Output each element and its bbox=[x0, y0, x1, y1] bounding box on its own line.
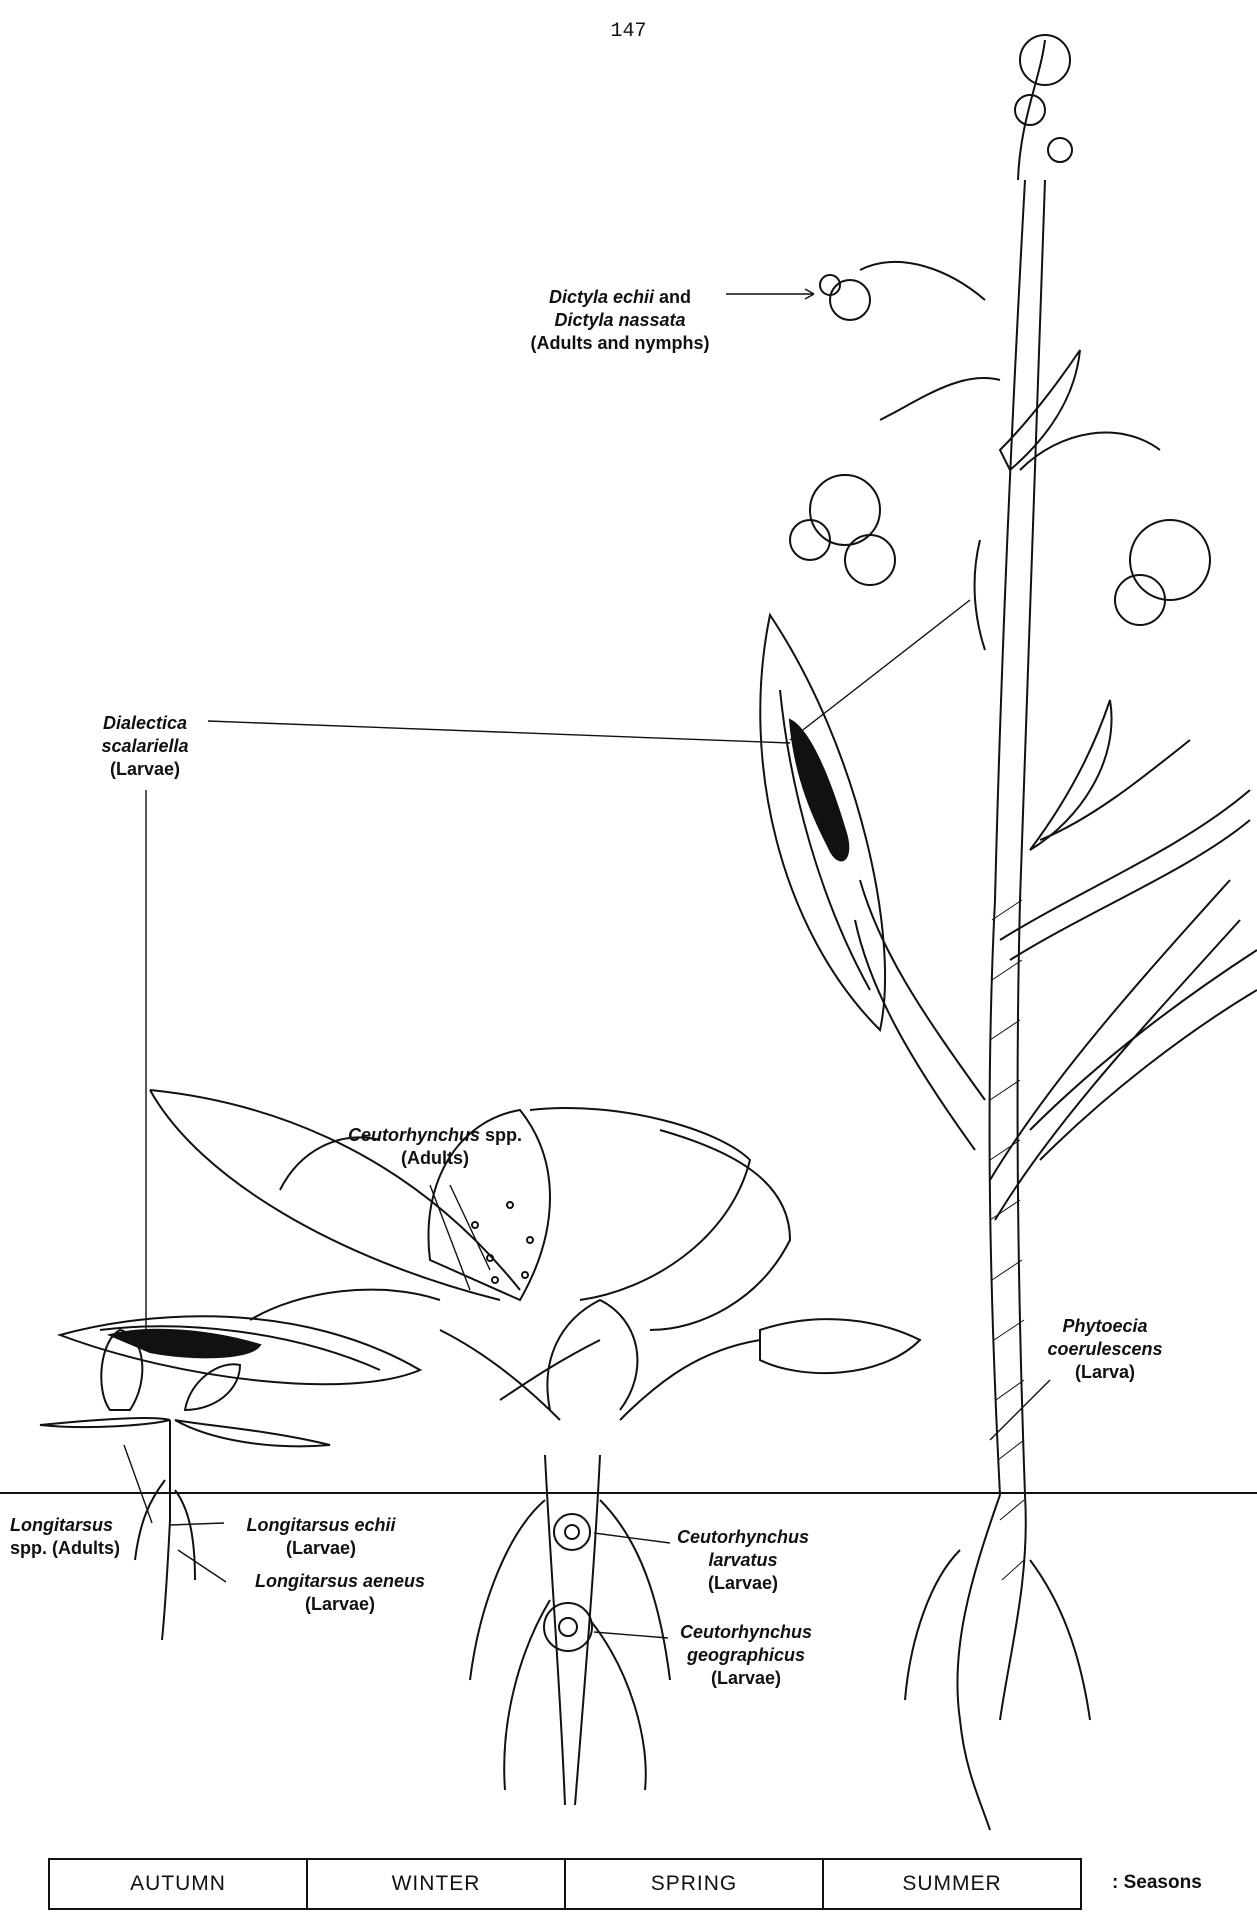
label-longitarsus-spp: Longitarsus spp. (Adults) bbox=[10, 1514, 160, 1560]
label-ceut-larvatus: Ceutorhynchus larvatus (Larvae) bbox=[668, 1526, 818, 1595]
season-autumn: AUTUMN bbox=[50, 1860, 308, 1908]
label-ceut-spp-line1: Ceutorhynchus bbox=[348, 1125, 480, 1145]
label-longitarsus-aeneus: Longitarsus aeneus (Larvae) bbox=[230, 1570, 450, 1616]
label-dictyla-line2: Dictyla nassata bbox=[500, 309, 740, 332]
geographicus-gall bbox=[544, 1603, 592, 1651]
label-ceut-geographicus-line2: geographicus bbox=[666, 1644, 826, 1667]
label-dictyla-line3: (Adults and nymphs) bbox=[500, 332, 740, 355]
label-longitarsus-spp-line1: Longitarsus bbox=[10, 1514, 160, 1537]
rosette-plant bbox=[60, 1090, 920, 1805]
label-dialectica-line2: scalariella bbox=[85, 735, 205, 758]
label-ceut-geographicus-line3: (Larvae) bbox=[666, 1667, 826, 1690]
leaf-mine bbox=[790, 720, 848, 860]
seasons-bar: AUTUMN WINTER SPRING SUMMER bbox=[48, 1858, 1082, 1910]
label-longitarsus-echii-line2: (Larvae) bbox=[226, 1537, 416, 1560]
label-dictyla: Dictyla echii and Dictyla nassata (Adult… bbox=[500, 286, 740, 355]
label-longitarsus-echii-line1: Longitarsus echii bbox=[226, 1514, 416, 1537]
larvatus-gall bbox=[554, 1514, 590, 1550]
label-longitarsus-spp-line2: spp. (Adults) bbox=[10, 1537, 160, 1560]
label-ceut-larvatus-line3: (Larvae) bbox=[668, 1572, 818, 1595]
label-ceut-spp-suffix: spp. bbox=[480, 1125, 522, 1145]
label-ceut-geographicus-line1: Ceutorhynchus bbox=[666, 1621, 826, 1644]
label-dialectica-line3: (Larvae) bbox=[85, 758, 205, 781]
label-longitarsus-echii: Longitarsus echii (Larvae) bbox=[226, 1514, 416, 1560]
season-summer: SUMMER bbox=[824, 1860, 1080, 1908]
rosette-leaf-mine bbox=[110, 1330, 260, 1358]
label-dictyla-and: and bbox=[654, 287, 691, 307]
label-phytoecia-line1: Phytoecia bbox=[1030, 1315, 1180, 1338]
label-phytoecia-line3: (Larva) bbox=[1030, 1361, 1180, 1384]
leader-lines bbox=[124, 289, 1050, 1638]
label-longitarsus-aeneus-line2: (Larvae) bbox=[230, 1593, 450, 1616]
label-phytoecia-line2: coerulescens bbox=[1030, 1338, 1180, 1361]
label-dialectica-line1: Dialectica bbox=[85, 712, 205, 735]
label-ceut-geographicus: Ceutorhynchus geographicus (Larvae) bbox=[666, 1621, 826, 1690]
label-ceut-spp-line2: (Adults) bbox=[310, 1147, 560, 1170]
label-longitarsus-aeneus-line1: Longitarsus aeneus bbox=[230, 1570, 450, 1593]
season-winter: WINTER bbox=[308, 1860, 566, 1908]
label-dialectica: Dialectica scalariella (Larvae) bbox=[85, 712, 205, 781]
label-ceut-larvatus-line1: Ceutorhynchus bbox=[668, 1526, 818, 1549]
label-dictyla-line1: Dictyla echii bbox=[549, 287, 654, 307]
flowering-plant bbox=[760, 35, 1257, 1830]
label-ceutorhynchus-spp: Ceutorhynchus spp. (Adults) bbox=[310, 1124, 560, 1170]
seasons-label: : Seasons bbox=[1112, 1872, 1202, 1894]
season-spring: SPRING bbox=[566, 1860, 824, 1908]
label-ceut-larvatus-line2: larvatus bbox=[668, 1549, 818, 1572]
label-phytoecia: Phytoecia coerulescens (Larva) bbox=[1030, 1315, 1180, 1384]
